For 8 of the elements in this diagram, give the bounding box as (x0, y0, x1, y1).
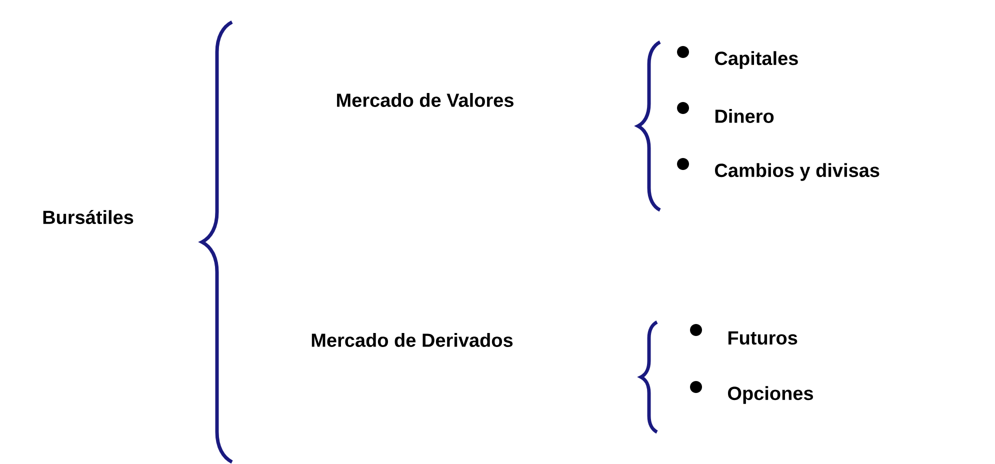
item-label: Opciones (728, 386, 814, 404)
item-label: Mercado de Derivados (312, 333, 513, 347)
item-label: Cambios y divisas (715, 163, 880, 181)
item-label: Bursátiles (43, 210, 134, 224)
item-label: Dinero (715, 109, 774, 123)
item-label: Mercado de Valores (337, 93, 514, 107)
item-label: Capitales (715, 51, 798, 69)
item-label: Futuros (728, 331, 798, 345)
